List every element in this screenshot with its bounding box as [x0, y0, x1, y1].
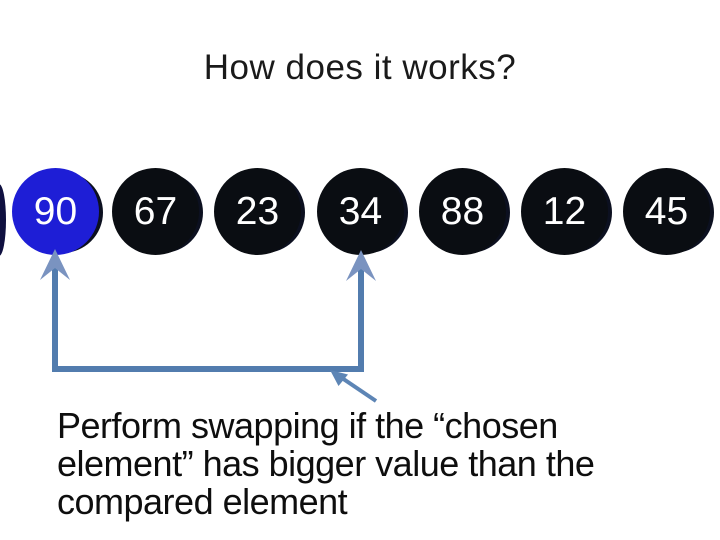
clipped-circle-shape [0, 184, 6, 256]
array-element: 45 [623, 168, 710, 255]
comparison-bracket [52, 262, 364, 372]
pointer-arrow-line [337, 374, 378, 403]
array-element: 88 [419, 168, 506, 255]
caption-line: element” has bigger value than the [57, 443, 595, 484]
array-element: 12 [521, 168, 608, 255]
array-element-value: 88 [440, 189, 485, 233]
caption-line: compared element [57, 481, 348, 522]
array-element-value: 12 [542, 189, 587, 233]
array-element-value: 23 [235, 189, 280, 233]
pointer-arrow-icon [330, 370, 348, 386]
array-element: 23 [214, 168, 301, 255]
array-element-value: 90 [33, 189, 78, 233]
array-element-value: 34 [338, 189, 383, 233]
array-element-chosen: 90 [12, 168, 99, 255]
up-arrow-icon-left [40, 249, 70, 280]
up-arrow-icon-right [346, 250, 376, 281]
caption-text: Perform swapping if the “chosen element”… [57, 407, 697, 521]
array-element-value: 45 [644, 189, 689, 233]
array-element: 67 [112, 168, 199, 255]
caption-line: Perform swapping if the “chosen [57, 405, 558, 446]
array-element-compared: 34 [317, 168, 404, 255]
slide-title: How does it works? [203, 48, 517, 87]
array-element-value: 67 [133, 189, 178, 233]
